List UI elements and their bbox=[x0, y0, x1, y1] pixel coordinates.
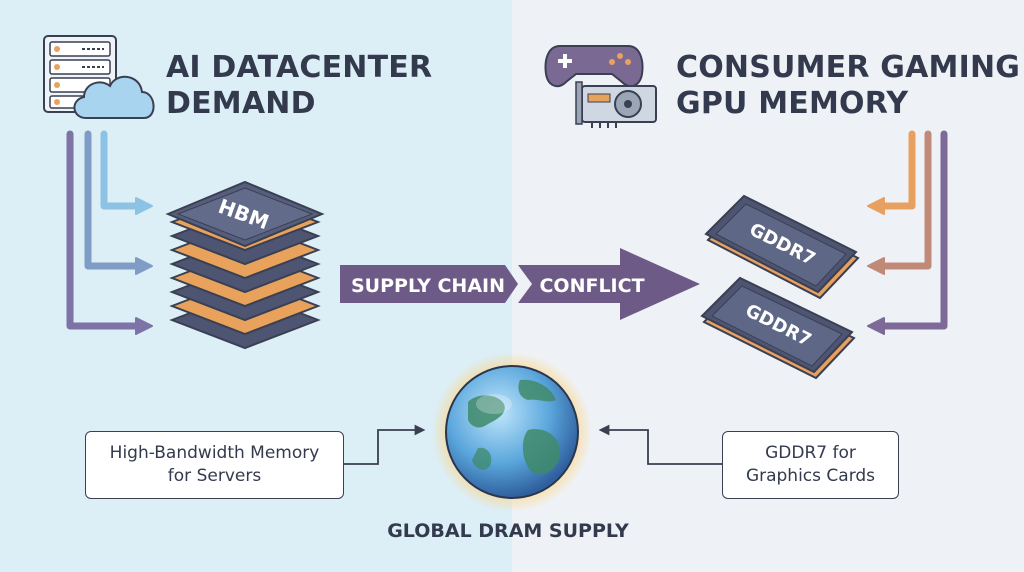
right-title-line-1: CONSUMER GAMING bbox=[676, 50, 1021, 85]
arrow-text-supply-chain: SUPPLY CHAIN bbox=[351, 275, 505, 297]
gddr7-description-box: GDDR7 for Graphics Cards bbox=[722, 431, 899, 499]
globe-icon bbox=[432, 352, 592, 512]
arrow-text-conflict: CONFLICT bbox=[539, 275, 644, 297]
hbm-memory-stack bbox=[165, 180, 325, 350]
supply-chain-conflict-arrow bbox=[340, 248, 700, 320]
left-demand-arrows bbox=[66, 130, 153, 335]
cloud-icon bbox=[73, 76, 155, 119]
hbm-description-line-2: for Servers bbox=[167, 466, 262, 486]
gddr7-chip-top bbox=[704, 194, 860, 300]
left-box-connector bbox=[342, 424, 426, 465]
hbm-description-box: High-Bandwidth Memory for Servers bbox=[85, 431, 344, 499]
left-title-line-2: DEMAND bbox=[166, 86, 316, 121]
right-title-line-2: GPU MEMORY bbox=[676, 86, 909, 121]
left-title: AI DATACENTER DEMAND bbox=[166, 50, 432, 122]
globe-label: GLOBAL DRAM SUPPLY bbox=[387, 520, 629, 542]
gddr7-description-line-1: GDDR7 for bbox=[765, 443, 856, 463]
hbm-description-line-1: High-Bandwidth Memory bbox=[109, 443, 320, 463]
gddr7-chip-bottom bbox=[700, 276, 856, 380]
gamepad-icon bbox=[544, 45, 644, 88]
right-title: CONSUMER GAMING GPU MEMORY bbox=[676, 50, 1020, 122]
left-title-line-1: AI DATACENTER bbox=[166, 50, 433, 85]
graphics-card-icon bbox=[575, 81, 657, 128]
gddr7-description-line-2: Graphics Cards bbox=[745, 466, 876, 486]
right-box-connector bbox=[598, 424, 722, 465]
right-demand-arrows bbox=[867, 130, 948, 335]
